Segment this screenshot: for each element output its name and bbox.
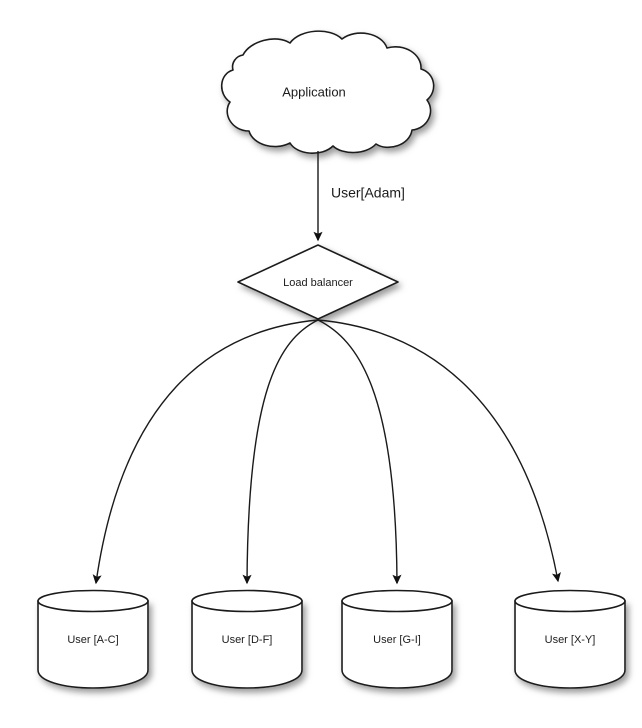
database-2-label: User [D-F] [222,634,273,646]
database-3-label: User [G-I] [373,634,421,646]
node-load-balancer[interactable]: Load balancer [237,244,399,320]
cylinder-body-3 [341,600,453,689]
load-balancer-label: Load balancer [283,277,353,289]
node-database-4[interactable]: User [X-Y] [514,589,626,689]
edge-line-db-1 [92,319,319,585]
cylinder-body-1 [37,600,149,689]
cylinder-body-4 [514,600,626,689]
database-4-label: User [X-Y] [545,634,596,646]
node-database-2[interactable]: User [D-F] [191,589,303,689]
edge-balancer-to-db-4 [317,319,561,583]
cloud-shape [220,30,435,154]
application-label: Application [282,84,346,99]
cylinder-top-2 [191,589,303,613]
edge-line-db-2 [242,319,319,585]
diamond-shape [237,244,399,320]
cylinder-top-1 [37,589,149,613]
node-application[interactable]: Application [220,30,435,154]
cylinder-top-3 [341,589,453,613]
database-1-label: User [A-C] [67,634,118,646]
node-database-3[interactable]: User [G-I] [341,589,453,689]
edge-label-user-adam: User[Adam] [331,185,405,201]
cylinder-top-4 [514,589,626,613]
edge-balancer-to-db-3 [317,319,402,585]
node-database-1[interactable]: User [A-C] [37,589,149,689]
edge-balancer-to-db-1 [92,319,319,585]
edge-line-db-3 [317,319,402,585]
cylinder-body-2 [191,600,303,689]
edge-balancer-to-db-2 [242,319,319,585]
edge-line-db-4 [317,319,561,583]
edge-application-to-balancer: User[Adam] [313,151,405,242]
